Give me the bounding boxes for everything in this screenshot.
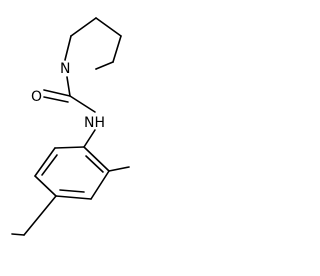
arene-bond-3 — [55, 195, 92, 200]
bond-carbonyl-nh — [69, 95, 96, 113]
para-methyl-bond-ext — [11, 233, 25, 236]
bond-nh-aryl — [83, 129, 96, 148]
chemical-structure-diagram: N O NH — [11, 17, 130, 236]
ring-bond-c3-c4 — [112, 35, 122, 63]
ring-bond-c1-c2 — [70, 17, 97, 37]
arene-double-3 — [41, 154, 58, 176]
bond-ringn-carbonyl — [66, 76, 71, 97]
ring-bond-c4-n — [95, 61, 114, 70]
carbonyl-oxygen-label: O — [31, 89, 42, 105]
carbonyl-double-bond — [43, 89, 71, 103]
arene-bond-1 — [83, 146, 110, 172]
amide-nh-label: NH — [84, 115, 105, 131]
arene-double-2 — [59, 189, 85, 193]
benzene-ring — [34, 146, 110, 200]
ring-bond-n-c1 — [64, 35, 72, 61]
co-bond-line-1 — [43, 89, 71, 97]
para-methyl-bond — [23, 195, 57, 236]
arene-bond-5 — [34, 147, 56, 177]
pyrrolidine-ring — [64, 17, 122, 70]
arene-bond-4 — [34, 175, 57, 197]
ortho-methyl-bond — [108, 166, 130, 172]
ring-nitrogen-label: N — [60, 61, 70, 77]
co-bond-line-2 — [43, 96, 69, 103]
arene-bond-6 — [54, 146, 85, 149]
arene-double-1 — [85, 155, 104, 173]
arene-bond-2 — [90, 170, 110, 200]
ring-bond-c2-c3 — [95, 17, 122, 37]
